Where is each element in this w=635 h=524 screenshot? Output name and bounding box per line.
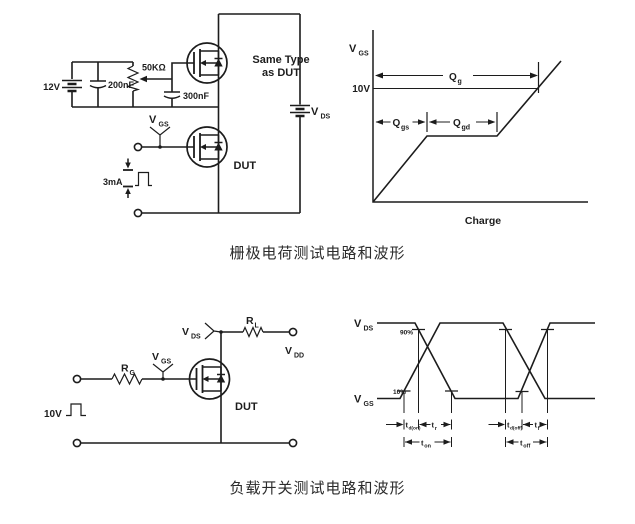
qgd-label-sub: gd (462, 125, 471, 132)
cap-200nf (89, 62, 107, 107)
qgs-dimension (375, 119, 426, 125)
yaxis-label: V (349, 43, 357, 55)
vds-trace-label: V (354, 318, 362, 330)
rg-label-sub: G (130, 370, 136, 377)
potentiometer-50k (126, 62, 172, 107)
toff-label: t (520, 439, 523, 448)
td-off-label: t (507, 421, 510, 430)
td-on-label: t (406, 421, 409, 430)
vdd-terminal (288, 327, 298, 337)
td-on-label-sub: d(on) (409, 426, 421, 432)
vds-trace (377, 322, 595, 400)
vgs-charge-curve (372, 60, 562, 203)
tr-label: t (432, 421, 435, 430)
qgs-label-sub: gs (401, 125, 409, 132)
load-switch-caption: 负载开关测试电路和波形 (229, 480, 406, 497)
vds-battery-label-sub: DS (321, 114, 331, 121)
tf-label-sub: f (538, 426, 540, 432)
load-switch-test-circuit: R G V GS DUT V DS R L V DD 10V (44, 315, 304, 448)
dut-label: DUT (235, 401, 258, 413)
load-switch-waveform: V DS V GS 90% 10% t d(on) t r (354, 318, 595, 450)
axes (372, 30, 588, 203)
return-terminal (133, 208, 143, 218)
ton-label-sub: on (424, 444, 431, 450)
qgd-dimension (429, 119, 496, 125)
gate-charge-waveform: V GS 10V Q g Q gs Q gd Charge (349, 30, 588, 227)
qg-label-sub: g (458, 79, 462, 86)
vds-probe-label-sub: DS (191, 334, 201, 341)
cap-300nf (163, 91, 181, 107)
vds-probe-label: V (182, 326, 189, 338)
pot-label: 50KΩ (142, 63, 166, 73)
vgs-probe-label-sub: GS (159, 122, 169, 129)
gate-input-terminal (133, 142, 143, 152)
current-source-3ma (123, 158, 152, 198)
vgs-probe-label: V (152, 351, 159, 363)
vds-trace-label-sub: DS (364, 326, 374, 333)
qgs-label: Q (393, 118, 401, 129)
gate-charge-test-circuit: V DS 12V 200nF 50KΩ 300nF (43, 13, 331, 218)
ground-terminal-left (72, 438, 82, 448)
toff-label-sub: off (523, 444, 530, 450)
toff-dimension (506, 439, 547, 445)
vds-battery (290, 104, 310, 118)
rg-label: R (121, 363, 129, 375)
supply-label: 12V (43, 82, 61, 93)
drive-pulse-glyph (66, 403, 86, 417)
gate-node-wire (171, 62, 194, 92)
dimension-terminators (403, 419, 548, 447)
upper-fet-label-2: as DUT (262, 67, 300, 79)
vgs-probe (149, 126, 171, 149)
tr-label-sub: r (435, 426, 438, 432)
vgs-trace-label-sub: GS (364, 401, 374, 408)
vgs-trace-label: V (354, 394, 362, 406)
level-10-label: 10% (393, 389, 406, 396)
current-label: 3mA (103, 177, 123, 187)
ton-dimension (405, 439, 451, 445)
td-off-dimension (488, 421, 505, 428)
vdd-label: V (285, 345, 292, 357)
cap2-label: 300nF (183, 91, 210, 101)
dut-label: DUT (234, 160, 257, 172)
ton-label: t (421, 439, 424, 448)
yaxis-label-sub: GS (359, 51, 369, 58)
vgs-probe (152, 363, 174, 381)
tf-dimension (523, 421, 547, 428)
resistor-rl (242, 326, 264, 338)
tf-label: t (535, 421, 538, 430)
vdd-label-sub: DD (294, 353, 304, 360)
rl-label-sub: L (255, 323, 260, 330)
ground-terminal-right (288, 438, 298, 448)
level-90-label: 90% (400, 330, 413, 337)
xaxis-label: Charge (465, 215, 501, 227)
wiper-arrowhead (139, 75, 147, 83)
resistor-rg (111, 372, 143, 386)
vgs-probe-label-sub: GS (161, 359, 171, 366)
vds-battery-label: V (311, 106, 319, 118)
rl-label: R (246, 315, 254, 327)
vds-probe (204, 322, 221, 340)
vgs-probe-label: V (149, 114, 157, 126)
upper-fet-label-1: Same Type (252, 54, 309, 66)
supply-battery-12v (62, 62, 82, 107)
measurement-verticals (403, 329, 548, 413)
qg-dimension (375, 72, 538, 79)
td-on-dimension (386, 421, 404, 428)
gate-drive-terminal (72, 374, 82, 384)
gate-charge-caption: 栅极电荷测试电路和波形 (229, 245, 406, 262)
tr-dimension (419, 421, 451, 428)
td-off-label-sub: d(off) (510, 426, 523, 432)
pulse-label: 10V (44, 409, 62, 420)
cap1-label: 200nF (108, 80, 135, 90)
qg-label: Q (449, 72, 457, 83)
level-10v-label: 10V (352, 84, 370, 95)
qgd-label: Q (453, 118, 461, 129)
vgs-trace (377, 322, 595, 400)
gate-current-pulse-glyph (135, 171, 152, 187)
